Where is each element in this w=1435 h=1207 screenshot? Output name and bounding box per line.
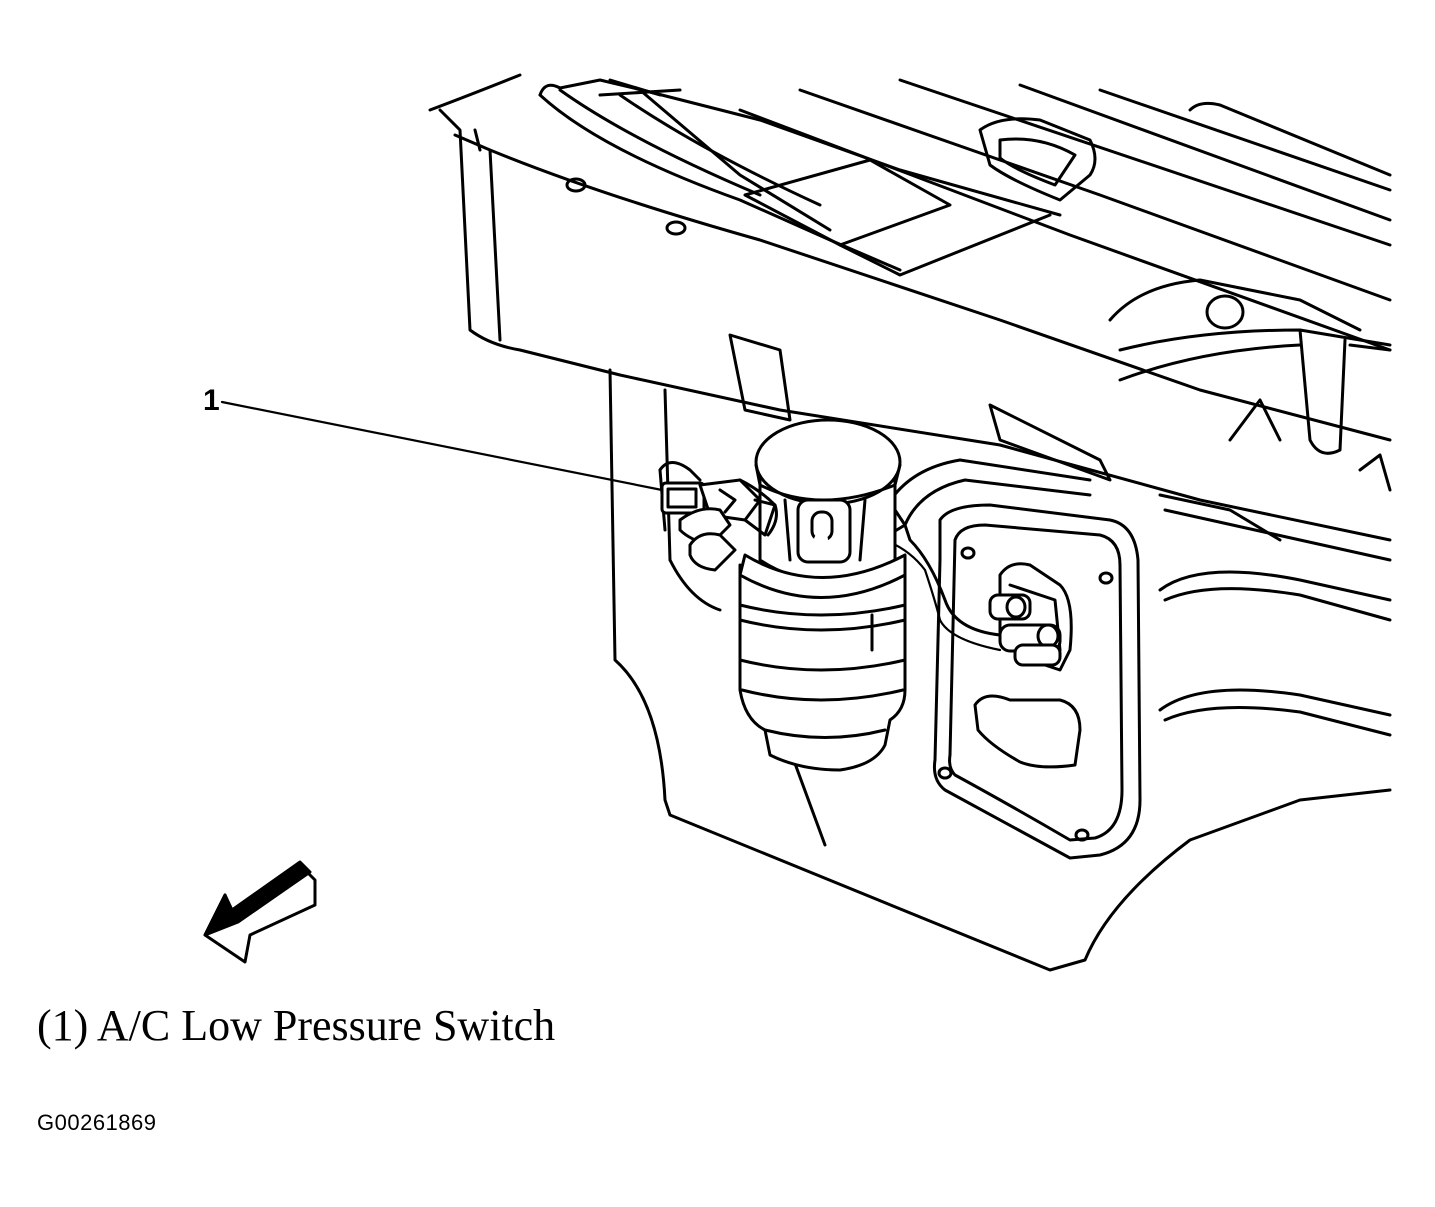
lower-panel bbox=[608, 368, 1392, 972]
low-pressure-switch bbox=[658, 461, 778, 572]
mounting-plate bbox=[933, 503, 1142, 860]
legend-entry-1: (1) A/C Low Pressure Switch bbox=[37, 1001, 556, 1050]
callout-number-1: 1 bbox=[203, 384, 220, 417]
view-direction-arrow-icon bbox=[203, 860, 317, 964]
radiator-support-upper bbox=[428, 73, 1392, 542]
callout-1-leader bbox=[220, 400, 664, 492]
figure-id: G00261869 bbox=[37, 1110, 157, 1135]
accumulator bbox=[738, 418, 907, 772]
component-locator-drawing bbox=[203, 73, 1392, 972]
